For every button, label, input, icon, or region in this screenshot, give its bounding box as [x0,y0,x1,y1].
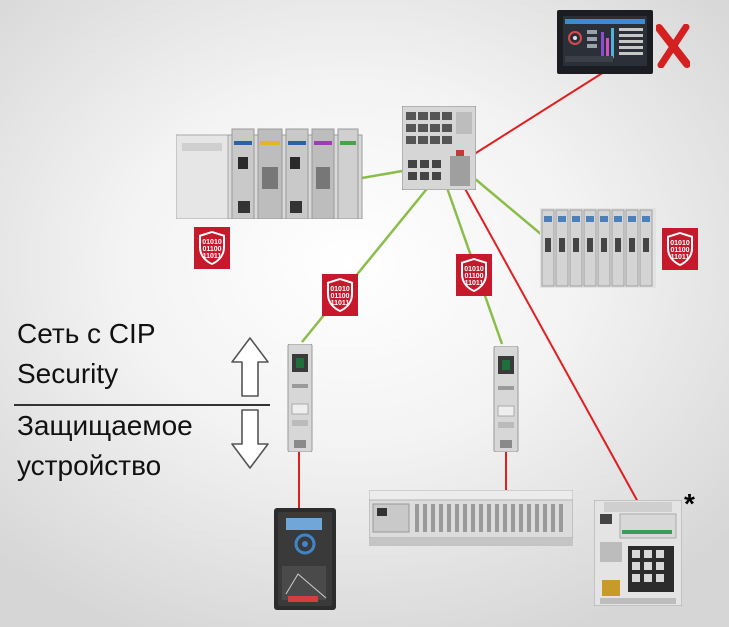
ethernet-switch-icon [402,106,476,190]
hmi-panel-icon [557,10,653,74]
svg-text:01010: 01010 [670,240,690,247]
svg-text:01100: 01100 [330,293,349,300]
powerflex-drive-icon [274,508,336,610]
down-arrow-icon [231,409,269,469]
svg-text:01010: 01010 [202,239,222,246]
footnote-asterisk: * [684,488,695,519]
link-switch-controllogix [361,168,409,180]
security-adapter-icon-right [493,346,519,452]
label-protected-device-line1: Защищаемое [17,410,193,441]
link-switch-hmi [467,71,605,159]
micro-plc-icon [594,500,682,606]
svg-text:11011: 11011 [331,300,350,307]
label-protected-device-line2: устройство [17,450,162,481]
security-adapter-icon-left [287,344,313,452]
svg-text:11011: 11011 [671,254,690,261]
label-cip-network-line2: Security [17,358,119,389]
cip-shield-icon-adapter-right: 01010 01100 11011 [456,254,492,296]
svg-text:01100: 01100 [464,273,483,280]
cip-shield-icon-servo: 01010 01100 11011 [662,228,698,270]
link-switch-micro-plc [462,184,639,503]
cip-shield-icon-adapter-left: 01010 01100 11011 [322,274,358,316]
svg-text:11011: 11011 [203,253,222,260]
controllogix-chassis-icon [176,128,363,219]
servo-drives-icon [540,208,656,288]
svg-text:01010: 01010 [330,286,350,293]
svg-text:01100: 01100 [670,247,689,254]
up-arrow-icon [231,337,269,397]
link-switch-servo-drives [473,177,549,241]
svg-text:01010: 01010 [464,266,484,273]
reject-x-icon [656,24,690,68]
label-cip-network-line1: Сеть с CIP [17,318,156,349]
section-divider [14,404,270,406]
svg-text:11011: 11011 [465,280,484,287]
svg-text:01100: 01100 [202,246,221,253]
distributed-io-chassis-icon [369,490,573,546]
cip-shield-icon-chassis: 01010 01100 11011 [194,227,230,269]
